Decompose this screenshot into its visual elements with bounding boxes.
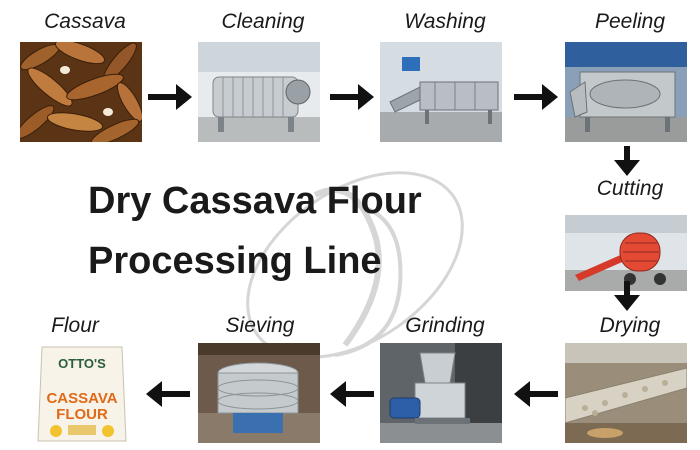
diagram-title-line1: Dry Cassava Flour xyxy=(88,180,422,222)
step-label-cutting: Cutting xyxy=(596,177,664,200)
arrow-left-3 xyxy=(146,381,190,407)
arrow-right-1 xyxy=(148,84,192,110)
photo-flour-package: OTTO'S CASSAVA FLOUR xyxy=(28,343,136,443)
step-label-flour: Flour xyxy=(51,314,99,337)
photo-cleaning-machine xyxy=(198,42,320,142)
photo-grinding-machine xyxy=(380,343,502,443)
step-label-peeling: Peeling xyxy=(594,10,666,33)
photo-drying-machine xyxy=(565,343,687,443)
arrow-down-2 xyxy=(614,281,640,311)
watermark-logo xyxy=(246,171,464,359)
arrow-left-2 xyxy=(330,381,374,407)
arrow-right-3 xyxy=(514,84,558,110)
package-product-line1: CASSAVA xyxy=(46,390,117,407)
photo-cassava-roots xyxy=(20,42,142,142)
package-product-line2: FLOUR xyxy=(56,406,108,423)
diagram-title-line2: Processing Line xyxy=(88,240,382,282)
package-brand: OTTO'S xyxy=(58,356,106,371)
step-label-drying: Drying xyxy=(599,314,661,337)
photo-cutting-machine xyxy=(565,203,687,303)
step-label-cleaning: Cleaning xyxy=(221,10,305,33)
step-label-cassava: Cassava xyxy=(44,10,126,33)
photo-sieving-machine xyxy=(198,343,320,443)
arrow-left-1 xyxy=(514,381,558,407)
step-label-washing: Washing xyxy=(404,10,486,33)
photo-washing-machine xyxy=(380,42,502,142)
step-label-grinding: Grinding xyxy=(405,314,485,337)
photo-peeling-machine xyxy=(565,42,687,142)
step-label-sieving: Sieving xyxy=(225,314,295,337)
arrow-down-1 xyxy=(614,146,640,176)
arrow-right-2 xyxy=(330,84,374,110)
